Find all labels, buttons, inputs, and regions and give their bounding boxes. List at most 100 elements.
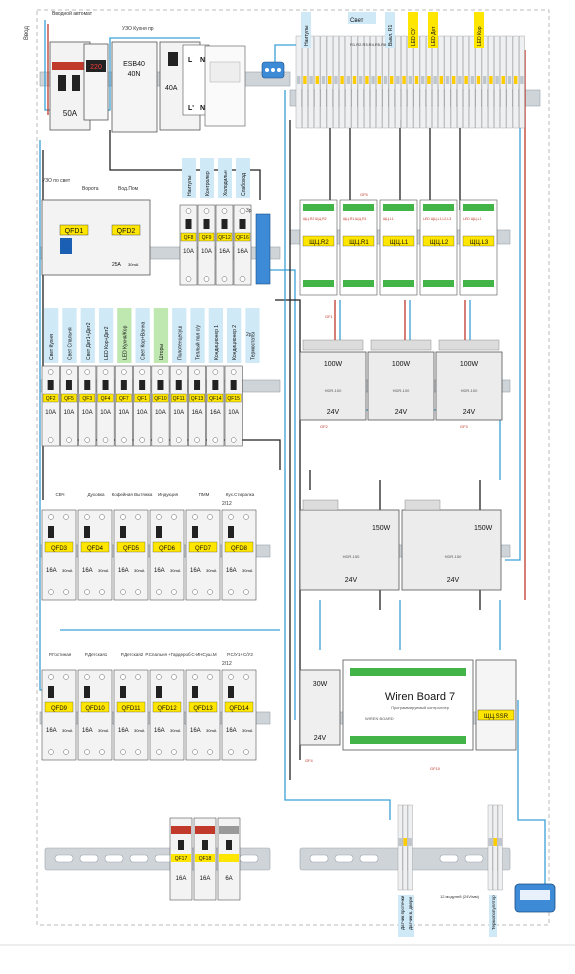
rcbo-toggle[interactable] (228, 686, 234, 698)
rcbo-toggle[interactable] (192, 686, 198, 698)
enclosure-outline (36, 9, 550, 926)
module-label: ЩЦ.L1 (390, 240, 409, 246)
breaker-toggle[interactable] (139, 380, 146, 390)
breaker-rating: 10A (82, 410, 93, 416)
row2-label-b: Вод.Пом (118, 186, 139, 192)
terminal-screw (230, 437, 237, 443)
breaker-body (151, 365, 170, 447)
terminal-marker (303, 76, 307, 84)
breaker-toggle[interactable] (120, 380, 127, 390)
terminal-marker (483, 76, 487, 84)
breaker-toggle[interactable] (185, 219, 192, 229)
terminal-screw (203, 276, 210, 282)
breaker-toggle[interactable] (175, 380, 182, 390)
breaker-toggle[interactable] (47, 380, 54, 390)
breaker-code-tag (116, 393, 132, 403)
terminal-marker (377, 76, 381, 84)
terminal-screw (185, 208, 192, 214)
rcbo-toggle[interactable] (84, 526, 90, 538)
label-text: LED Кухня/Кор (122, 325, 128, 360)
module-bottom-connector (383, 280, 414, 287)
rcbo-sensitivity: 30mA (134, 728, 145, 733)
breaker-toggle[interactable] (65, 380, 72, 390)
psu-body (435, 351, 503, 421)
rcbo-toggle[interactable] (48, 686, 54, 698)
rcbo-body (149, 669, 185, 761)
rcbo-sensitivity: 30mA (98, 728, 109, 733)
rcbo-body (185, 669, 221, 761)
label-tag (245, 308, 260, 363)
terminal-screw (84, 589, 90, 595)
rcbo-toggle[interactable] (192, 526, 198, 538)
terminal-screw (99, 749, 105, 755)
rail-slot (439, 854, 459, 863)
breaker-toggle[interactable] (202, 840, 208, 850)
breaker-toggle[interactable] (157, 380, 164, 390)
socket-screw (277, 68, 281, 72)
breaker-toggle[interactable] (102, 380, 109, 390)
gf-tag: GF4 (305, 758, 314, 763)
rcbo-toggle[interactable] (228, 526, 234, 538)
terminal-marker (421, 76, 425, 84)
breaker-code-tag (234, 232, 251, 242)
breaker-toggle[interactable] (221, 219, 228, 229)
breaker-toggle[interactable] (226, 840, 232, 850)
label-tag (190, 308, 205, 363)
breaker-toggle[interactable] (194, 380, 201, 390)
terminal-screw (212, 437, 219, 443)
breaker-toggle[interactable] (230, 380, 237, 390)
breaker-code-tag (180, 232, 197, 242)
terminal-screw (139, 369, 145, 375)
breaker-toggle[interactable] (212, 380, 219, 390)
terminal-screw (48, 749, 54, 755)
terminal-marker (476, 76, 481, 84)
rcbo-rating: 16A (154, 568, 165, 574)
terminal-marker (414, 76, 419, 84)
rcbo-toggle[interactable] (156, 526, 162, 538)
terminal-screw (66, 437, 72, 443)
breaker-toggle[interactable] (239, 219, 246, 229)
label-text: Термостаты (250, 332, 256, 360)
rcbo-toggle[interactable] (156, 686, 162, 698)
breaker-toggle[interactable] (203, 219, 210, 229)
terminal-screw (171, 749, 177, 755)
psu-terminals (404, 499, 441, 511)
terminal-title: LED СУ (411, 27, 417, 46)
qf8-tag: 3р (246, 208, 252, 214)
terminal-marker (365, 76, 369, 84)
terminal-marker (464, 76, 468, 84)
label-tag (62, 308, 77, 363)
breaker-toggle[interactable] (178, 840, 184, 850)
breaker-body (78, 365, 97, 447)
terminal-screw (176, 437, 182, 443)
label-text: Слабоход (241, 173, 247, 196)
terminal-screw (63, 589, 69, 595)
psu-voltage: 24V (345, 577, 358, 584)
rcbo-sensitivity: 30mA (98, 568, 109, 573)
breaker-toggle[interactable] (84, 380, 91, 390)
wire-blue (44, 20, 200, 111)
module-body (379, 199, 418, 296)
row3-tag: 2р (246, 332, 252, 338)
uzo-toggle[interactable] (168, 52, 178, 66)
rcbo-toggle[interactable] (120, 686, 126, 698)
terminal-screw (135, 749, 141, 755)
terminal-screw (120, 514, 126, 520)
rcbo-toggle[interactable] (84, 686, 90, 698)
terminal-marker (495, 76, 499, 84)
strip-body (255, 213, 271, 285)
breaker-body (206, 365, 225, 447)
rcbo-toggle[interactable] (48, 526, 54, 538)
rail-slot (104, 854, 124, 863)
breaker-code: QF9 (202, 235, 212, 241)
breaker-toggle[interactable] (72, 75, 80, 91)
breaker-code-tag (195, 854, 215, 862)
terminal-screw (48, 674, 54, 680)
rcbo-toggle[interactable] (120, 526, 126, 538)
psu-model: HDR-100 (461, 388, 478, 393)
breaker-toggle[interactable] (58, 75, 66, 91)
rcbo-body (77, 509, 113, 601)
terminal-marker (340, 76, 344, 84)
